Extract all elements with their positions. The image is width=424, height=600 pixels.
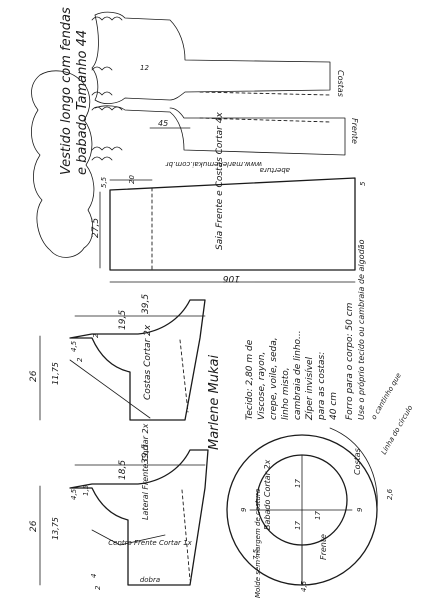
- front-height: 26: [29, 520, 39, 532]
- opening-label: abertura: [260, 166, 290, 174]
- skirt-outline: [109, 177, 356, 271]
- ruffle-costas-label: Costas: [353, 448, 362, 475]
- fabric-line-9: Forro para o corpo: 50 cm: [345, 302, 355, 420]
- back-top: 19,5: [118, 310, 128, 330]
- skirt-offset: 20: [128, 175, 136, 184]
- skirt-side-top: 5,5: [100, 176, 108, 188]
- back-small: 2: [76, 357, 84, 362]
- back-shoulder: 4,5: [70, 340, 78, 352]
- fabric-line-4: linho misto,: [281, 367, 291, 420]
- dress-illustration: 45 12 Costas Frente abertura www.marlene…: [91, 11, 359, 174]
- back-label: Costas Cortar 2x: [143, 324, 153, 400]
- dress-front-view: [94, 105, 346, 156]
- back-height: 26: [29, 370, 39, 382]
- front-view-label: Frente: [350, 118, 359, 144]
- skirt-width: 106: [223, 273, 240, 283]
- back-bodice-dart: [179, 339, 189, 413]
- front-bodice-piece: 26 13,75 4,5 1,5 2 4 39,5 18,5 Lateral F…: [29, 423, 209, 590]
- ruffle-r2: 17: [294, 521, 302, 530]
- back-bodice-diagonal: [69, 359, 151, 419]
- title-line-2: e babado Tamanho 44: [75, 30, 90, 175]
- front-fold-label: dobra: [140, 576, 160, 584]
- fabric-line-2: Viscose, rayon,: [257, 352, 267, 420]
- ruffle-d6: 17: [314, 511, 322, 520]
- ruffle-label: Babado Cortar 2x: [263, 459, 272, 530]
- ruffle-arc-note-1: Linha do círculo: [380, 404, 415, 456]
- measure-12: 12: [140, 64, 149, 72]
- front-side: 13,75: [51, 517, 60, 540]
- front-small-1: 1,5: [82, 484, 90, 496]
- back-bodice-outline: [69, 299, 206, 421]
- skirt-side-bottom: 5: [359, 181, 367, 186]
- fabric-line-3: crepe, voile, seda,: [269, 337, 279, 420]
- ruffle-d4: 2,6: [386, 488, 394, 500]
- title-line-1: Vestido longo com fendas: [59, 7, 74, 175]
- skirt-height: 27,5: [91, 218, 101, 238]
- back-view-label: Costas: [336, 70, 345, 97]
- ruffle-arc-note-2: o cantinho que: [370, 372, 403, 421]
- fabric-line-8: 40 cm: [329, 392, 339, 420]
- skirt-label: Saia Frente e Costas Cortar 4x: [215, 112, 225, 250]
- front-bottom: 4: [90, 574, 98, 578]
- ruffle-r1: 17: [294, 479, 302, 488]
- back-neck: 2: [92, 333, 100, 338]
- ruffle-frente-label: Frente: [319, 534, 328, 560]
- front-bodice-outline: [69, 449, 209, 586]
- front-top: 18,5: [118, 460, 128, 480]
- ruffle-detail-front: [91, 106, 123, 161]
- fabric-notes: Tecido: 2,80 m de Viscose, rayon, crepe,…: [245, 239, 366, 421]
- fabric-line-1: Tecido: 2,80 m de: [245, 339, 255, 420]
- measure-45: 45: [158, 119, 168, 128]
- dress-back-view: [91, 11, 331, 104]
- website-url: www.marlenemukai.com.br: [165, 160, 262, 168]
- front-bodice-dart: [181, 489, 191, 581]
- back-hip: 39,5: [141, 294, 151, 314]
- front-lateral-label: Lateral Frente Cortar 2x: [141, 423, 150, 520]
- ruffle-d3: 7,5: [252, 548, 260, 560]
- back-bodice-piece: 26 11,75 4,5 2 39,5 19,5 2 Costas Cortar…: [29, 294, 206, 421]
- ruffle-detail-back: [91, 16, 123, 96]
- fabric-line-6: Zíper invisível: [305, 356, 315, 421]
- skirt-pattern-piece: 20 5,5 5 27,5 106 Saia Frente e Costas C…: [91, 112, 367, 283]
- title-cloud-outline: [31, 70, 95, 258]
- ruffle-spiral-tail: [301, 427, 378, 586]
- signature-text: Marlene Mukai: [207, 355, 222, 450]
- signature: Marlene Mukai: [207, 355, 222, 450]
- front-shoulder: 4,5: [70, 488, 78, 500]
- fabric-line-7: para as costas:: [317, 352, 327, 421]
- fabric-line-5: cambraia de linho...: [293, 330, 303, 420]
- ruffle-d2: 9: [356, 507, 364, 512]
- slit-lines: [199, 91, 331, 123]
- front-bodice-split: [91, 529, 166, 546]
- front-small-2: 2: [94, 585, 102, 590]
- front-hip: 39,5: [141, 444, 151, 464]
- front-center-label: Centro Frente Cortar 1x: [108, 539, 192, 547]
- title-block: Vestido longo com fendas e babado Tamanh…: [59, 7, 90, 175]
- ruffle-margin-note: Molde sem margem de costura: [254, 489, 262, 598]
- back-side: 11,75: [51, 362, 60, 385]
- fabric-line-10: Use o próprio tecido ou cambraia de algo…: [356, 239, 366, 420]
- ruffle-d5: 4,5: [300, 580, 308, 592]
- ruffle-d1: 9: [240, 507, 248, 512]
